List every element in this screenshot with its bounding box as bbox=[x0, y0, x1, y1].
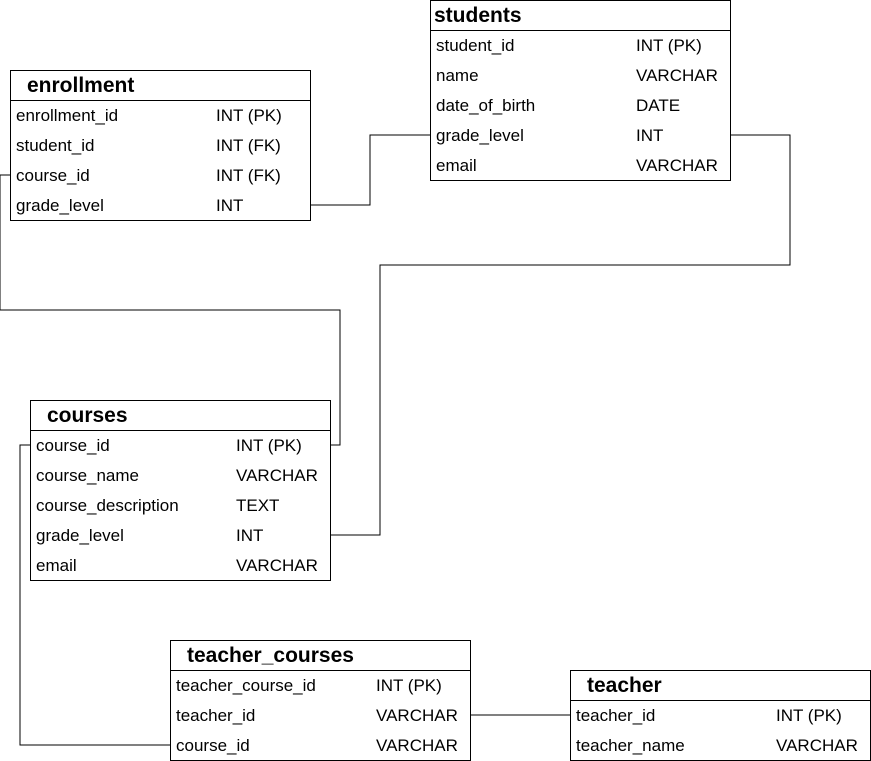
field-name: grade_level bbox=[436, 126, 524, 145]
field-row[interactable]: course_id INT (FK) bbox=[11, 161, 310, 191]
field-name: grade_level bbox=[36, 526, 124, 545]
field-name: course_id bbox=[176, 736, 250, 755]
field-name: email bbox=[436, 156, 477, 175]
entity-enrollment[interactable]: enrollment enrollment_id INT (PK) student… bbox=[10, 70, 311, 221]
connector-enrollment-grade-level-to-students bbox=[310, 134, 430, 206]
field-row[interactable]: teacher_id INT (PK) bbox=[571, 701, 870, 731]
field-name: date_of_birth bbox=[436, 96, 536, 115]
field-type: INT (PK) bbox=[376, 676, 442, 695]
field-row[interactable]: student_id INT (FK) bbox=[11, 131, 310, 161]
field-type: INT (PK) bbox=[236, 436, 302, 455]
field-row[interactable]: course_description TEXT bbox=[31, 491, 330, 521]
field-type: INT (PK) bbox=[636, 36, 702, 55]
field-name: course_description bbox=[36, 496, 179, 515]
field-row[interactable]: email VARCHAR bbox=[31, 551, 330, 581]
field-type: VARCHAR bbox=[636, 66, 718, 85]
field-row[interactable]: enrollment_id INT (PK) bbox=[11, 101, 310, 131]
field-name: course_name bbox=[36, 466, 140, 485]
field-name: teacher_course_id bbox=[176, 676, 316, 695]
field-row[interactable]: grade_level INT bbox=[31, 521, 330, 551]
field-name: student_id bbox=[16, 136, 95, 155]
entity-title: enrollment bbox=[11, 71, 310, 101]
field-row[interactable]: teacher_id VARCHAR bbox=[171, 701, 470, 731]
field-name: teacher_id bbox=[576, 706, 656, 725]
field-row[interactable]: grade_level INT bbox=[11, 191, 310, 221]
field-type: INT (PK) bbox=[216, 106, 282, 125]
field-name: course_id bbox=[36, 436, 110, 455]
field-name: name bbox=[436, 66, 479, 85]
field-name: student_id bbox=[436, 36, 515, 55]
field-type: INT (FK) bbox=[216, 166, 281, 185]
field-type: VARCHAR bbox=[236, 466, 318, 485]
field-name: enrollment_id bbox=[16, 106, 119, 125]
field-name: teacher_id bbox=[176, 706, 256, 725]
connector-students-grade-level-to-courses bbox=[330, 134, 791, 536]
field-row[interactable]: student_id INT (PK) bbox=[431, 31, 730, 61]
field-type: VARCHAR bbox=[776, 736, 858, 755]
field-name: teacher_name bbox=[576, 736, 685, 755]
field-type: INT bbox=[236, 526, 264, 545]
field-type: INT (FK) bbox=[216, 136, 281, 155]
field-row[interactable]: email VARCHAR bbox=[431, 151, 730, 181]
entity-teacher-courses[interactable]: teacher_courses teacher_course_id INT (PK… bbox=[170, 640, 471, 761]
field-type: VARCHAR bbox=[376, 706, 458, 725]
field-row[interactable]: grade_level INT bbox=[431, 121, 730, 151]
field-type: INT bbox=[636, 126, 664, 145]
field-row[interactable]: name VARCHAR bbox=[431, 61, 730, 91]
field-type: INT (PK) bbox=[776, 706, 842, 725]
field-type: VARCHAR bbox=[636, 156, 718, 175]
field-name: course_id bbox=[16, 166, 90, 185]
entity-title: teacher_courses bbox=[171, 641, 470, 671]
field-row[interactable]: teacher_course_id INT (PK) bbox=[171, 671, 470, 701]
field-row[interactable]: course_id INT (PK) bbox=[31, 431, 330, 461]
field-type: DATE bbox=[636, 96, 681, 115]
field-row[interactable]: date_of_birth DATE bbox=[431, 91, 730, 121]
entity-title: courses bbox=[31, 401, 330, 431]
field-row[interactable]: course_name VARCHAR bbox=[31, 461, 330, 491]
entity-teacher[interactable]: teacher teacher_id INT (PK) teacher_name V… bbox=[570, 670, 871, 761]
field-type: VARCHAR bbox=[236, 556, 318, 575]
field-name: email bbox=[36, 556, 77, 575]
field-type: INT bbox=[216, 196, 244, 215]
entity-title: teacher bbox=[571, 671, 870, 701]
field-row[interactable]: teacher_name VARCHAR bbox=[571, 731, 870, 761]
field-name: grade_level bbox=[16, 196, 104, 215]
field-row[interactable]: course_id VARCHAR bbox=[171, 731, 470, 761]
entity-title: students bbox=[431, 1, 730, 31]
field-type: VARCHAR bbox=[376, 736, 458, 755]
field-type: TEXT bbox=[236, 496, 280, 515]
